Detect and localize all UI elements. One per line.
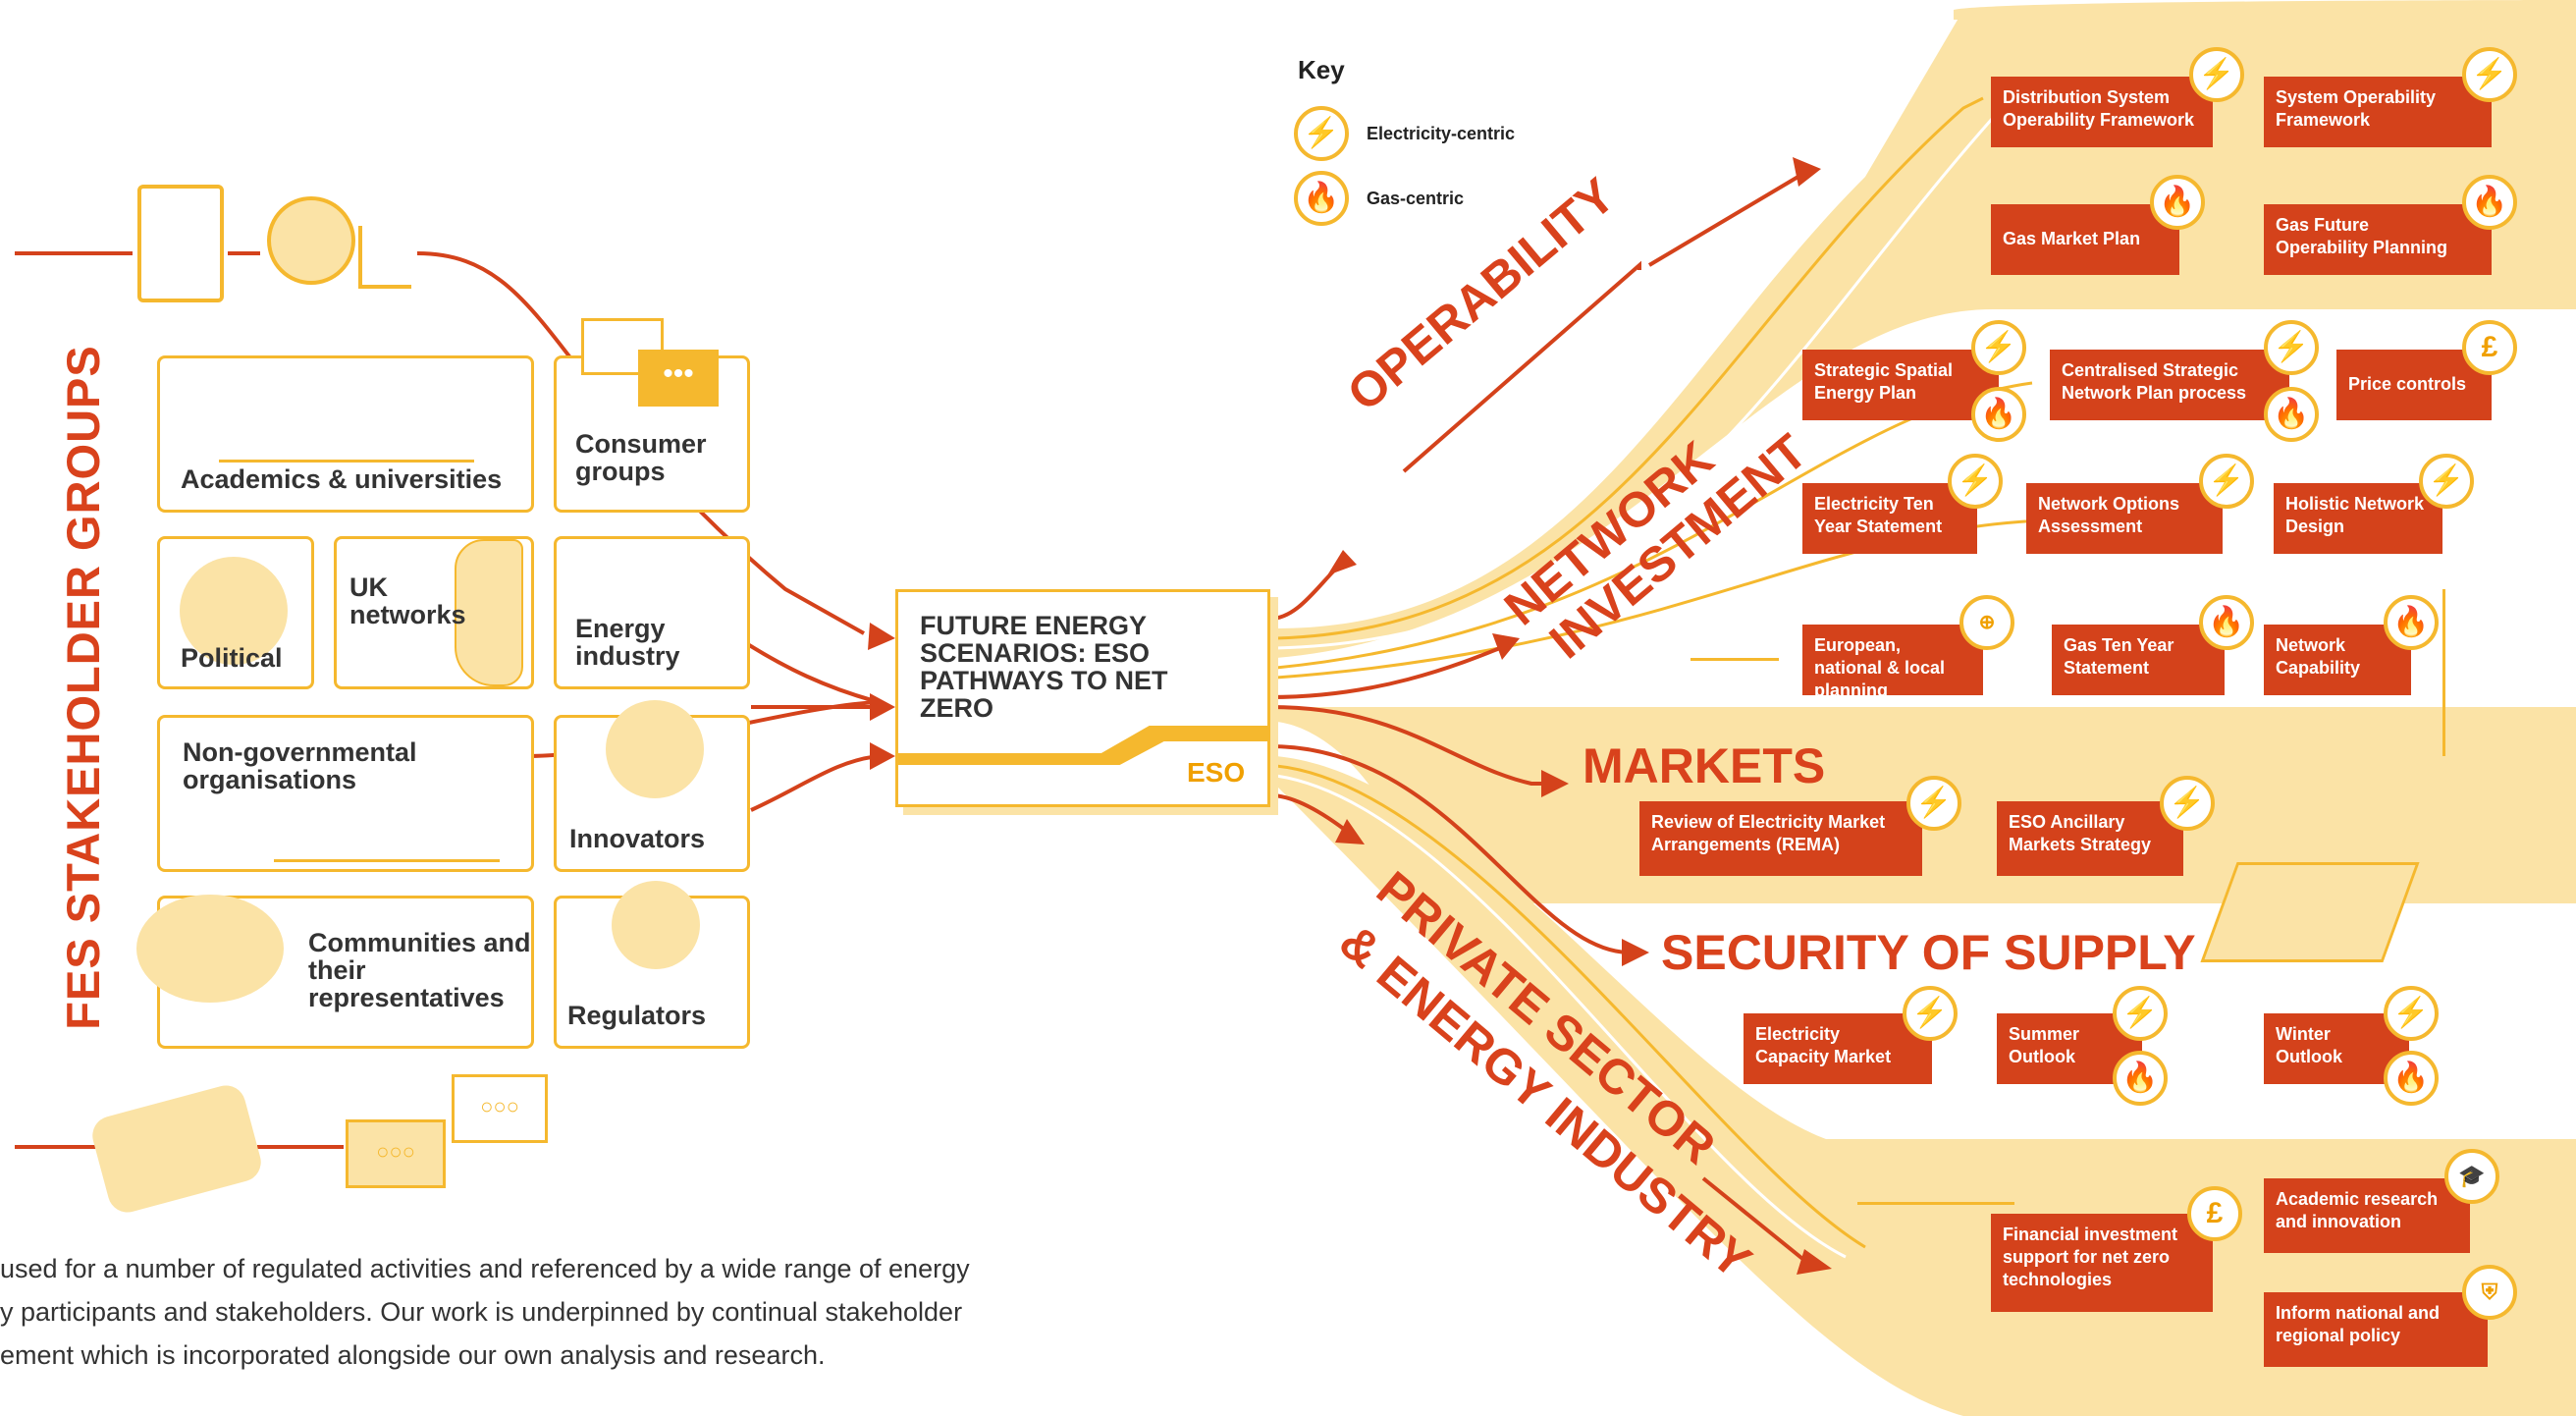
output-box: Gas Market Plan (1991, 204, 2179, 275)
operability-band (1276, 10, 2576, 658)
stakeholder-label: Academics & universities (181, 464, 503, 494)
stakeholder-label: Non-governmental organisations (183, 737, 417, 794)
electricity-icon: ⚡ (2419, 454, 2474, 509)
electricity-icon: ⚡ (1906, 776, 1961, 831)
stakeholder-regulators (554, 881, 750, 1049)
stakeholder-communities (136, 895, 534, 1049)
output-box: Strategic Spatial Energy Plan (1802, 350, 1999, 420)
output-box: Winter Outlook (2264, 1013, 2409, 1084)
output-box: Electricity Capacity Market (1744, 1013, 1932, 1084)
stakeholder-label: Communities and their representatives (308, 928, 531, 1012)
key-heading: Key (1298, 55, 1345, 84)
output-box: System Operability Framework (2264, 77, 2492, 147)
output-box: Electricity Ten Year Statement (1802, 483, 1977, 554)
electricity-icon: ⚡ (2160, 776, 2215, 831)
output-box: Centralised Strategic Network Plan proce… (2050, 350, 2289, 420)
electricity-icon: ⚡ (2199, 454, 2254, 509)
fes-title: FUTURE ENERGY SCENARIOS: ESO PATHWAYS TO… (920, 611, 1168, 723)
stakeholder-label: Energy industry (575, 614, 680, 671)
gas-flame-icon: 🔥 (1971, 387, 2026, 442)
circuit-tree-icon (1690, 550, 1779, 661)
house-car-icon (1857, 1104, 2014, 1205)
electricity-icon: ⚡ (1948, 454, 2003, 509)
shield-icon: ⛨ (2462, 1265, 2517, 1320)
speech-bubble-icon: ○○○ (346, 1119, 446, 1188)
big-ben-icon (180, 557, 288, 665)
operability-band-top (1954, 0, 2576, 20)
electricity-icon: ⚡ (1294, 106, 1349, 161)
gears-icon (584, 529, 702, 598)
gas-flame-icon: 🔥 (2264, 387, 2319, 442)
checklist-icon (137, 185, 224, 302)
output-box: ESO Ancillary Markets Strategy (1997, 801, 2183, 876)
output-box: Academic research and innovation (2264, 1178, 2470, 1253)
fes-brand: ESO (1187, 757, 1246, 788)
europe-map-icon: ⊕ (1959, 595, 2014, 650)
pound-icon: £ (2187, 1186, 2242, 1241)
output-box: Review of Electricity Market Arrangement… (1639, 801, 1922, 876)
mortarboard-icon: 🎓 (2444, 1149, 2499, 1204)
bar-chart-icon (358, 226, 411, 289)
output-box: Gas Future Operability Planning (2264, 204, 2492, 275)
stakeholder-label: Innovators (569, 824, 706, 853)
stakeholder-label: Regulators (567, 1001, 707, 1030)
electricity-icon: ⚡ (1903, 986, 1958, 1041)
lightbulb-icon (606, 700, 704, 798)
key-electricity-label: Electricity-centric (1367, 124, 1516, 143)
stakeholder-innovators (554, 700, 750, 872)
stakeholder-political (157, 536, 314, 689)
speech-bubble-icon: ○○○ (452, 1074, 548, 1143)
page-title: FES STAKEHOLDER GROUPS (57, 345, 109, 1030)
gas-flame-icon: 🔥 (2462, 175, 2517, 230)
stakeholder-energy-industry (554, 536, 750, 689)
uk-map-icon (455, 539, 523, 686)
theme-markets: MARKETS (1583, 738, 1826, 793)
gas-flame-icon: 🔥 (2199, 595, 2254, 650)
electricity-icon: ⚡ (2384, 986, 2439, 1041)
output-box: Financial investment support for net zer… (1991, 1214, 2213, 1312)
electricity-icon: ⚡ (2189, 47, 2244, 102)
description-paragraph: used for a number of regulated activitie… (0, 1254, 970, 1370)
gas-flame-icon: 🔥 (1294, 171, 1349, 226)
gas-flame-icon: 🔥 (2384, 595, 2439, 650)
stakeholder-label: Political (181, 643, 283, 673)
speech-bubble-filled-icon: ••• (638, 350, 719, 407)
output-box: Holistic Network Design (2274, 483, 2442, 554)
output-box: European, national & local planning (1802, 625, 1983, 700)
gas-flame-icon: 🔥 (2384, 1051, 2439, 1106)
stakeholder-label: UK networks (349, 572, 466, 629)
private-band (1276, 756, 2576, 1416)
output-box: Inform national and regional policy (2264, 1292, 2488, 1367)
stakeholder-uk-networks (334, 536, 534, 689)
academics-people-icon (219, 366, 474, 463)
factory-cars-icon (274, 773, 500, 862)
electricity-icon: ⚡ (2264, 320, 2319, 375)
fes-box: FUTURE ENERGY SCENARIOS: ESO PATHWAYS TO… (895, 589, 1270, 807)
pound-icon: £ (2462, 320, 2517, 375)
gas-flame-icon: 🔥 (2150, 175, 2205, 230)
key-gas-label: Gas-centric (1367, 189, 1465, 208)
output-box: Network Options Assessment (2026, 483, 2223, 554)
electricity-icon: ⚡ (1971, 320, 2026, 375)
electricity-icon: ⚡ (2462, 47, 2517, 102)
gas-flame-icon: 🔥 (2113, 1051, 2168, 1106)
solar-panel-icon (2200, 862, 2420, 962)
electricity-icon: ⚡ (2113, 986, 2168, 1041)
stakeholder-academics (157, 355, 534, 513)
stakeholder-ngo (157, 715, 534, 872)
output-box: Distribution System Operability Framewor… (1991, 77, 2213, 147)
community-people-icon (136, 895, 284, 1003)
wind-turbines-icon (2442, 589, 2553, 756)
theme-security-of-supply: SECURITY OF SUPPLY (1661, 925, 2196, 980)
output-box: Gas Ten Year Statement (2052, 625, 2225, 695)
pie-chart-icon (267, 196, 355, 285)
shield-hands-icon (612, 881, 700, 969)
stakeholder-label: Consumer groups (575, 429, 707, 486)
